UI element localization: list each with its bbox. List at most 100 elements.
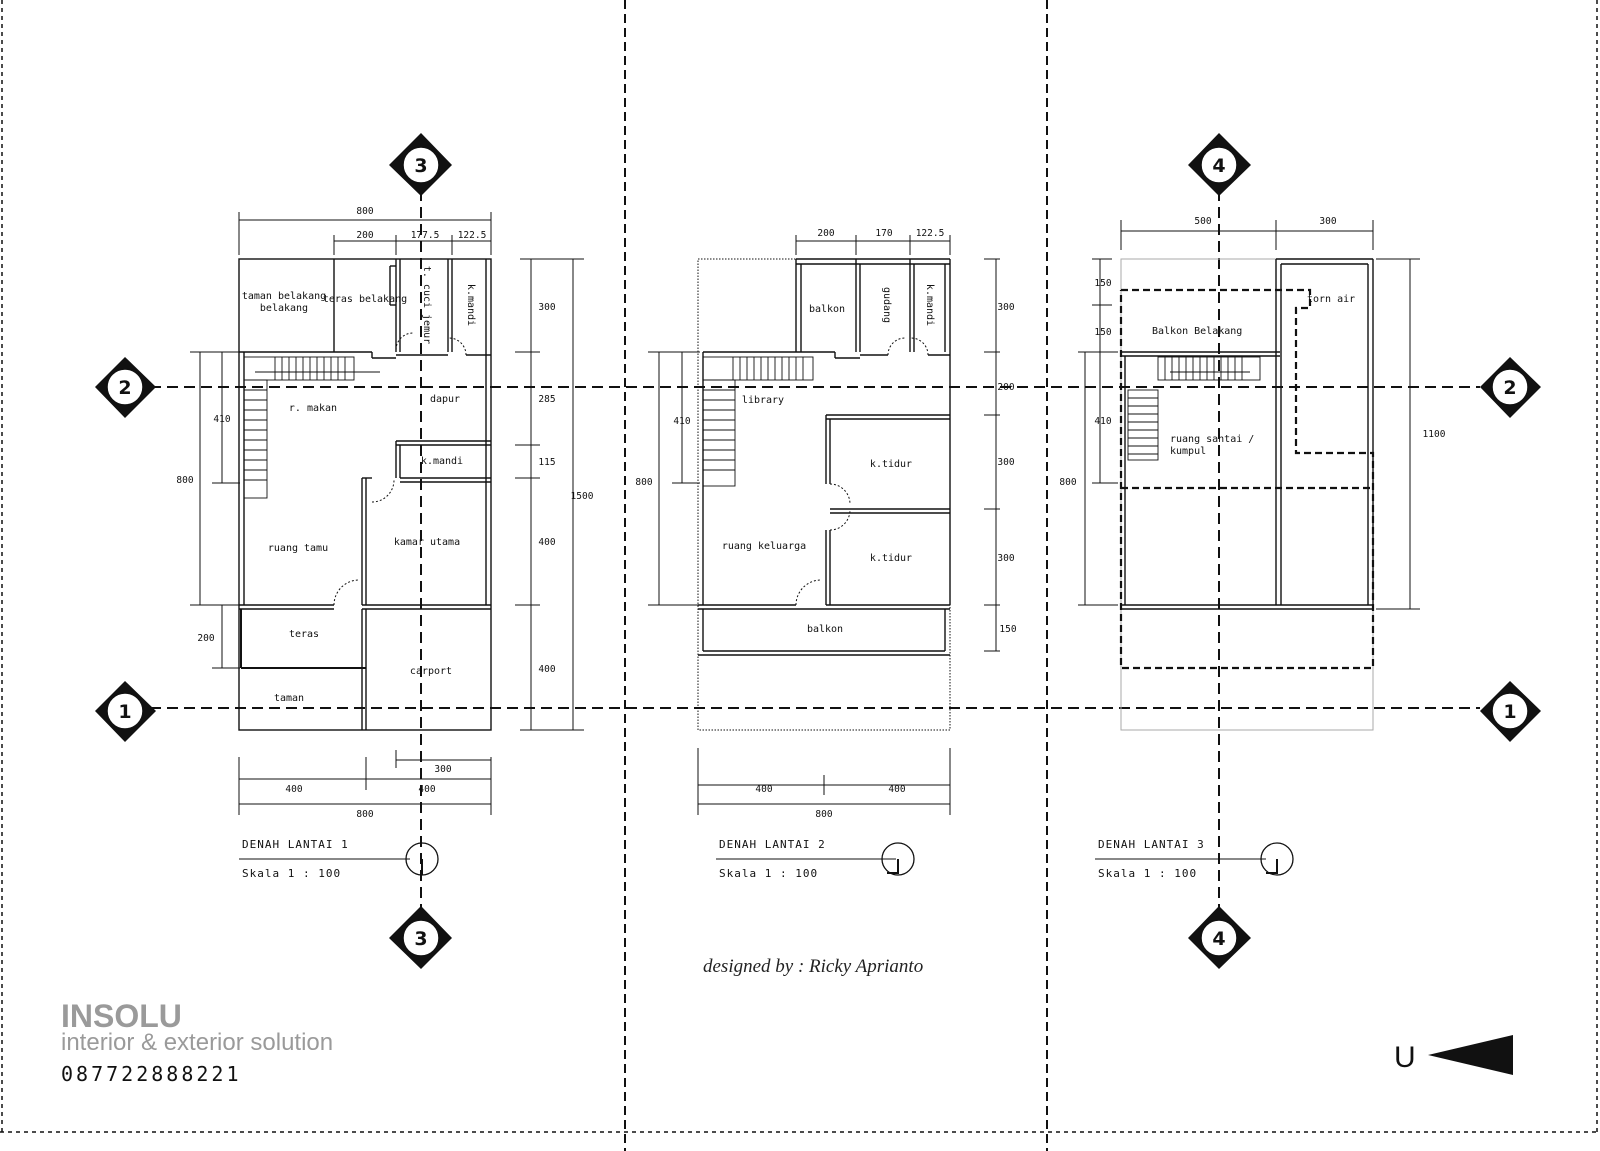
plan-2-room-labels: balkon gudang k.mandi library k.tidur k.…	[722, 284, 935, 635]
plan-scale: Skala 1 : 100	[719, 867, 818, 880]
section-marker-3-bottom: 3	[389, 906, 452, 969]
plan-2-dimension-text: 200 170 122.5 300 200 300 300 150 410 80…	[635, 228, 1016, 820]
dim-label: 400	[888, 784, 905, 795]
plan-1-walls	[238, 258, 492, 731]
floor-plan-2: balkon gudang k.mandi library k.tidur k.…	[635, 228, 1016, 880]
north-arrow: U	[1394, 1035, 1513, 1075]
dim-label: 200	[997, 382, 1014, 393]
plan-scale: Skala 1 : 100	[242, 867, 341, 880]
plan-2-stairs	[702, 356, 814, 487]
section-marker-label: 1	[118, 701, 131, 723]
room-label: ruang keluarga	[722, 541, 806, 552]
dim-label: 285	[538, 394, 555, 405]
dim-label: 800	[356, 206, 373, 217]
dim-label: 400	[755, 784, 772, 795]
dim-label: 400	[538, 537, 555, 548]
room-label: ruang tamu	[268, 543, 328, 554]
section-marker-4-top: 4	[1188, 133, 1251, 196]
brand-block: INSOLU interior & exterior solution 0877…	[61, 998, 333, 1086]
dim-label: 200	[356, 230, 373, 241]
room-label: teras	[289, 629, 319, 640]
compass-circle-icon	[881, 842, 915, 876]
dim-label: 800	[815, 809, 832, 820]
section-marker-1-left: 1	[95, 681, 156, 742]
dim-label: 410	[213, 414, 230, 425]
plan-title: DENAH LANTAI 1	[242, 838, 349, 851]
room-label: r. makan	[289, 403, 337, 414]
section-marker-label: 1	[1503, 701, 1516, 723]
dim-label: 1500	[571, 491, 594, 502]
dim-label: 115	[538, 457, 555, 468]
dim-label: 500	[1194, 216, 1211, 227]
plan-2-title-block: DENAH LANTAI 2 Skala 1 : 100	[716, 838, 915, 880]
room-label: belakang	[260, 303, 308, 314]
plan-3-dimension-text: 500 300 1100 150 150 410 800	[1059, 216, 1445, 488]
compass-circle-icon	[1260, 842, 1294, 876]
plan-1-room-labels: taman belakang belakang teras belakang t…	[242, 266, 476, 704]
plan-2-walls	[697, 258, 951, 731]
dim-label: 410	[673, 416, 690, 427]
floor-plan-1: taman belakang belakang teras belakang t…	[176, 206, 593, 880]
plan-3-room-labels: torn air Balkon Belakang ruang santai / …	[1152, 294, 1355, 457]
north-arrow-icon	[1428, 1035, 1513, 1075]
dim-label: 150	[999, 624, 1016, 635]
section-marker-3-top: 3	[389, 133, 452, 196]
room-label: kumpul	[1170, 446, 1206, 457]
dim-label: 1100	[1423, 429, 1446, 440]
plan-3-roof-outline	[1119, 288, 1375, 670]
section-marker-4-bottom: 4	[1188, 906, 1251, 969]
dim-label: 200	[817, 228, 834, 239]
room-label: taman belakang	[242, 291, 326, 302]
section-marker-label: 4	[1212, 155, 1225, 177]
room-label: dapur	[430, 394, 460, 405]
dim-label: 300	[997, 302, 1014, 313]
plan-3-dimensions	[1078, 220, 1420, 610]
brand-phone: 087722888221	[61, 1062, 242, 1086]
plan-3-title-block: DENAH LANTAI 3 Skala 1 : 100	[1095, 838, 1294, 880]
room-label: k.mandi	[924, 284, 935, 326]
plan-1-dimension-text: 800 200 177.5 122.5 300 285 115 400 400 …	[176, 206, 593, 820]
plan-1-title-block: DENAH LANTAI 1 Skala 1 : 100	[239, 838, 439, 880]
north-label: U	[1394, 1041, 1416, 1074]
section-marker-label: 3	[414, 155, 427, 177]
section-marker-2-right: 2	[1480, 357, 1541, 418]
section-marker-label: 3	[414, 928, 427, 950]
section-marker-label: 2	[1503, 377, 1516, 399]
dim-label: 300	[997, 457, 1014, 468]
room-label: library	[742, 395, 784, 406]
brand-tagline: interior & exterior solution	[61, 1029, 333, 1056]
dim-label: 800	[635, 477, 652, 488]
floor-plan-3: torn air Balkon Belakang ruang santai / …	[1059, 216, 1445, 880]
dim-label: 800	[356, 809, 373, 820]
plan-title: DENAH LANTAI 3	[1098, 838, 1205, 851]
dim-label: 200	[197, 633, 214, 644]
dim-label: 122.5	[916, 228, 945, 239]
dim-label: 122.5	[458, 230, 487, 241]
dim-label: 300	[538, 302, 555, 313]
room-label: k.mandi	[421, 456, 463, 467]
dim-label: 150	[1094, 327, 1111, 338]
dim-label: 400	[285, 784, 302, 795]
plan-1-dimensions	[190, 212, 584, 815]
plan-2-dimensions	[648, 235, 1000, 815]
dim-label: 177.5	[411, 230, 440, 241]
dim-label: 300	[997, 553, 1014, 564]
plan-3-stairs	[1127, 356, 1261, 461]
plan-1-doors	[333, 332, 467, 606]
room-label: k.tidur	[870, 553, 912, 564]
dim-label: 800	[1059, 477, 1076, 488]
section-marker-2-left: 2	[95, 357, 156, 418]
room-label: taman	[274, 693, 304, 704]
dim-label: 300	[1319, 216, 1336, 227]
plan-scale: Skala 1 : 100	[1098, 867, 1197, 880]
section-markers: 2 2 1 1 3 3 4	[95, 133, 1541, 969]
plan-1-stairs	[243, 356, 380, 499]
section-marker-1-right: 1	[1480, 681, 1541, 742]
room-label: k.mandi	[465, 284, 476, 326]
dim-label: 410	[1094, 416, 1111, 427]
dim-label: 170	[875, 228, 892, 239]
room-label: torn air	[1307, 294, 1355, 305]
room-label: kamar utama	[394, 537, 460, 548]
